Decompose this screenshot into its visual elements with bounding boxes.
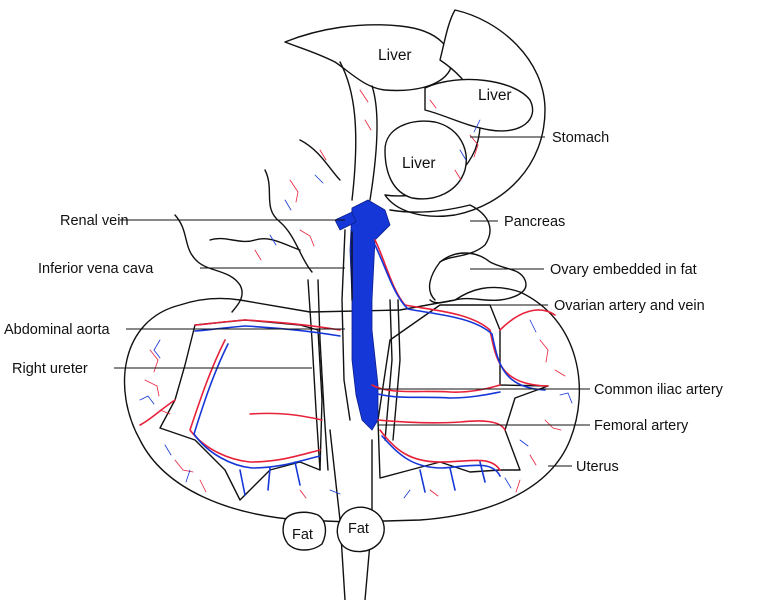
fat-pad-left xyxy=(282,511,327,551)
veins xyxy=(193,244,546,496)
label-uterus: Uterus xyxy=(576,459,619,475)
arteries xyxy=(139,239,556,471)
label-pancreas: Pancreas xyxy=(504,214,565,230)
stomach-outline xyxy=(384,9,546,217)
leader-lines xyxy=(114,136,590,467)
label-renal-vein: Renal vein xyxy=(60,213,129,229)
capillaries xyxy=(139,89,573,499)
label-liver-top: Liver xyxy=(378,47,412,64)
liver-lobe-top xyxy=(284,24,452,92)
label-liver-center: Liver xyxy=(402,155,436,172)
left-fat-outline xyxy=(174,139,341,313)
esophagus-outline xyxy=(339,61,378,201)
left-ureter xyxy=(384,299,401,441)
label-abdominal-aorta: Abdominal aorta xyxy=(4,322,111,338)
label-inferior-vena-cava: Inferior vena cava xyxy=(38,261,154,277)
fat-pad-right xyxy=(336,506,385,553)
liver-lobe-right xyxy=(424,78,534,132)
inferior-vena-cava xyxy=(349,199,391,431)
label-ovarian-vessels: Ovarian artery and vein xyxy=(554,298,705,314)
liver-lobe-center xyxy=(384,120,467,200)
label-right-ureter: Right ureter xyxy=(12,361,88,377)
ovary-fat-outline xyxy=(429,252,527,304)
label-femoral-artery: Femoral artery xyxy=(594,418,689,434)
label-stomach: Stomach xyxy=(552,130,609,146)
label-common-iliac: Common iliac artery xyxy=(594,382,724,398)
label-fat-right: Fat xyxy=(348,521,369,537)
renal-vein xyxy=(334,211,357,231)
label-fat-left: Fat xyxy=(292,527,313,543)
right-ureter xyxy=(307,279,329,471)
pancreas-outline xyxy=(389,204,491,301)
label-liver-right: Liver xyxy=(478,87,512,104)
abdominal-aorta xyxy=(341,229,353,421)
label-ovary: Ovary embedded in fat xyxy=(550,262,697,278)
